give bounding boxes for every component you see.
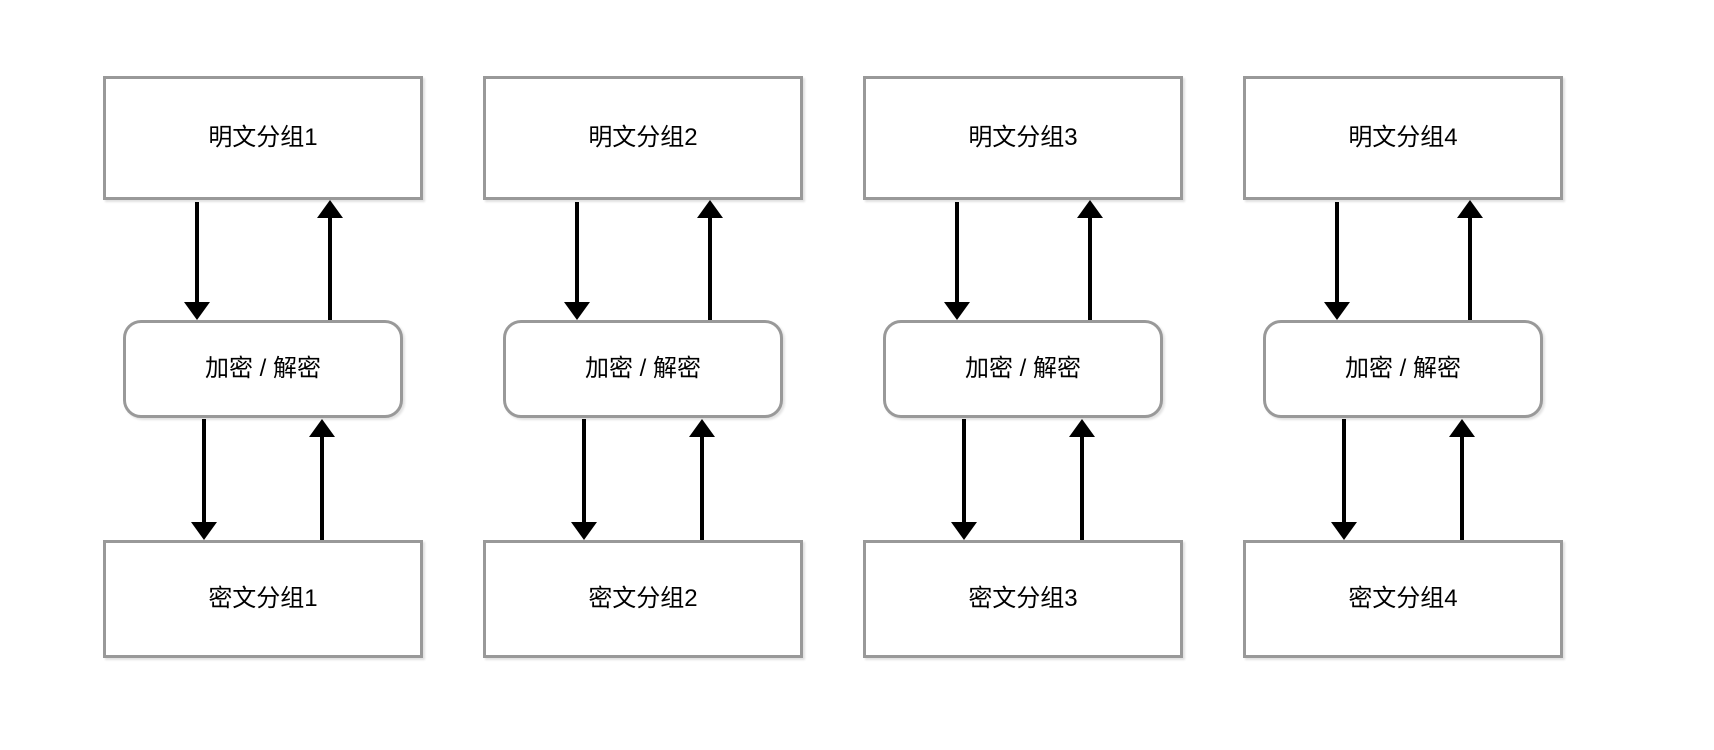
plaintext-block-1: 明文分组1 <box>103 76 423 200</box>
ciphertext-block-1: 密文分组1 <box>103 540 423 658</box>
ciphertext-block-4: 密文分组4 <box>1243 540 1563 658</box>
decrypt-output-arrow-up <box>317 200 343 320</box>
plaintext-block-3: 明文分组3 <box>863 76 1183 200</box>
arrowhead-up-icon <box>697 200 723 218</box>
arrowhead-down-icon <box>944 302 970 320</box>
arrowhead-up-icon <box>1449 419 1475 437</box>
plaintext-block-4: 明文分组4 <box>1243 76 1563 200</box>
arrowhead-up-icon <box>1077 200 1103 218</box>
ciphertext-block-2-label: 密文分组2 <box>588 585 698 612</box>
encrypt-output-arrow-down <box>571 419 597 540</box>
cipher-column-1: 明文分组1 加密 / 解密 密文分组1 <box>103 0 423 750</box>
arrow-line <box>202 419 206 528</box>
encrypt-decrypt-box-4: 加密 / 解密 <box>1263 320 1543 418</box>
arrowhead-up-icon <box>1457 200 1483 218</box>
encrypt-output-arrow-down <box>191 419 217 540</box>
cipher-column-4: 明文分组4 加密 / 解密 密文分组4 <box>1243 0 1563 750</box>
arrow-line <box>1342 419 1346 528</box>
encrypt-input-arrow-down <box>184 202 210 320</box>
plaintext-block-2-label: 明文分组2 <box>588 124 698 151</box>
plaintext-block-3-label: 明文分组3 <box>968 124 1078 151</box>
arrowhead-up-icon <box>1069 419 1095 437</box>
encrypt-decrypt-box-1: 加密 / 解密 <box>123 320 403 418</box>
encrypt-decrypt-label: 加密 / 解密 <box>584 355 701 382</box>
encrypt-output-arrow-down <box>951 419 977 540</box>
arrow-line <box>575 202 579 308</box>
arrow-line <box>320 431 324 540</box>
cipher-column-3: 明文分组3 加密 / 解密 密文分组3 <box>863 0 1183 750</box>
encrypt-decrypt-box-2: 加密 / 解密 <box>503 320 783 418</box>
arrowhead-up-icon <box>689 419 715 437</box>
ciphertext-block-1-label: 密文分组1 <box>208 585 318 612</box>
arrow-line <box>1080 431 1084 540</box>
encrypt-input-arrow-down <box>944 202 970 320</box>
arrowhead-down-icon <box>1331 522 1357 540</box>
arrow-line <box>700 431 704 540</box>
arrow-line <box>1468 212 1472 320</box>
encrypt-decrypt-label: 加密 / 解密 <box>204 355 321 382</box>
arrowhead-up-icon <box>317 200 343 218</box>
decrypt-output-arrow-up <box>1457 200 1483 320</box>
arrow-line <box>328 212 332 320</box>
plaintext-block-4-label: 明文分组4 <box>1348 124 1458 151</box>
arrow-line <box>1460 431 1464 540</box>
cipher-column-2: 明文分组2 加密 / 解密 密文分组2 <box>483 0 803 750</box>
ciphertext-block-3: 密文分组3 <box>863 540 1183 658</box>
plaintext-block-2: 明文分组2 <box>483 76 803 200</box>
encrypt-decrypt-label: 加密 / 解密 <box>964 355 1081 382</box>
arrow-line <box>1088 212 1092 320</box>
decrypt-input-arrow-up <box>1449 419 1475 540</box>
arrow-line <box>195 202 199 308</box>
arrowhead-down-icon <box>191 522 217 540</box>
arrowhead-down-icon <box>564 302 590 320</box>
encrypt-decrypt-box-3: 加密 / 解密 <box>883 320 1163 418</box>
arrowhead-up-icon <box>309 419 335 437</box>
arrow-line <box>1335 202 1339 308</box>
ciphertext-block-2: 密文分组2 <box>483 540 803 658</box>
decrypt-output-arrow-up <box>1077 200 1103 320</box>
arrowhead-down-icon <box>571 522 597 540</box>
decrypt-input-arrow-up <box>309 419 335 540</box>
arrow-line <box>962 419 966 528</box>
ciphertext-block-4-label: 密文分组4 <box>1348 585 1458 612</box>
arrow-line <box>708 212 712 320</box>
ciphertext-block-3-label: 密文分组3 <box>968 585 1078 612</box>
arrow-line <box>582 419 586 528</box>
arrowhead-down-icon <box>1324 302 1350 320</box>
arrow-line <box>955 202 959 308</box>
encrypt-decrypt-label: 加密 / 解密 <box>1344 355 1461 382</box>
decrypt-input-arrow-up <box>1069 419 1095 540</box>
encrypt-input-arrow-down <box>1324 202 1350 320</box>
arrowhead-down-icon <box>184 302 210 320</box>
decrypt-input-arrow-up <box>689 419 715 540</box>
arrowhead-down-icon <box>951 522 977 540</box>
encrypt-input-arrow-down <box>564 202 590 320</box>
decrypt-output-arrow-up <box>697 200 723 320</box>
plaintext-block-1-label: 明文分组1 <box>208 124 318 151</box>
encrypt-output-arrow-down <box>1331 419 1357 540</box>
